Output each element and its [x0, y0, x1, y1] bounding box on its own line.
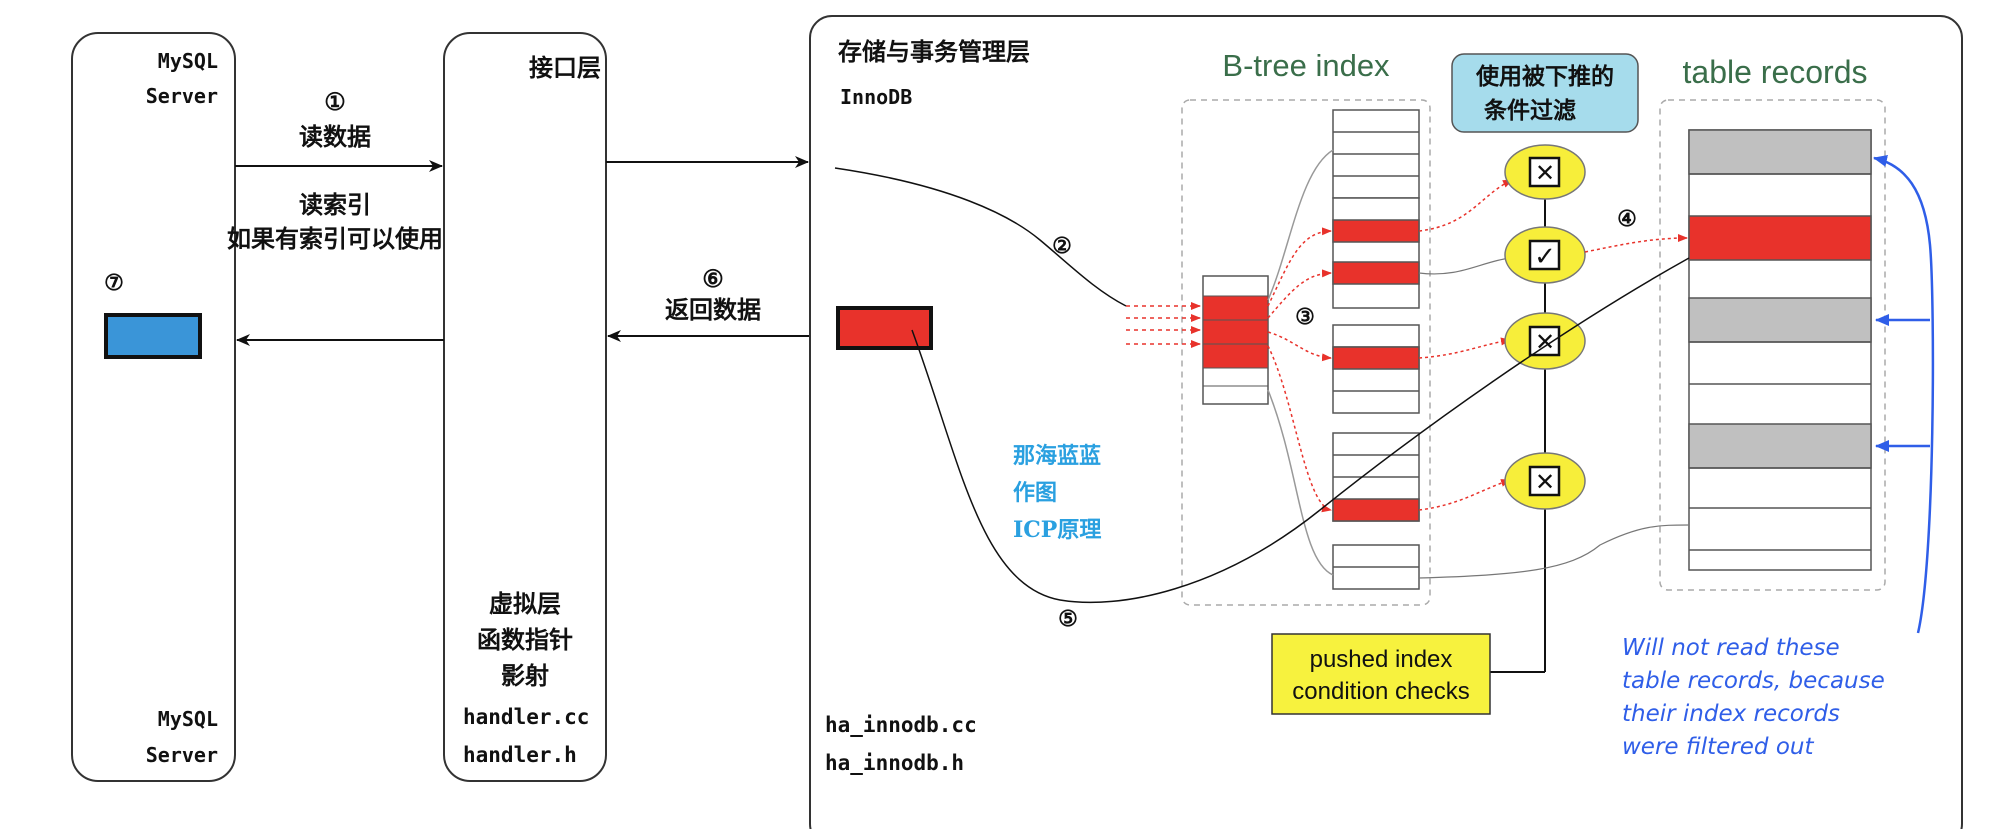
- author-watermark-line-3: ICP原理: [1013, 517, 1101, 543]
- btree-index-title: B-tree index: [1222, 48, 1390, 83]
- root-entry-match: [1202, 295, 1269, 321]
- return-data-label: 返回数据: [665, 295, 761, 324]
- return-record-curve: [911, 257, 1690, 604]
- filter-bubble-line-2: 条件过滤: [1484, 97, 1576, 124]
- step-2-marker: ②: [1052, 233, 1072, 259]
- storage-layer-panel: [809, 15, 1963, 829]
- record-unread: [1688, 129, 1872, 175]
- step-1-marker: ①: [324, 87, 346, 116]
- filter-check-accepted: ✓: [1504, 226, 1586, 284]
- root-entry-match: [1202, 319, 1269, 345]
- accept-mark-icon: ✓: [1534, 241, 1556, 271]
- handler-h-file: handler.h: [463, 743, 577, 767]
- ha-innodb-h-file: ha_innodb.h: [825, 751, 964, 775]
- filter-bubble: [1451, 53, 1639, 133]
- btree-leaf-node-3: [1332, 324, 1420, 414]
- mysql-server-panel: [71, 32, 236, 782]
- author-watermark-line-1: 那海蓝蓝: [1013, 443, 1101, 469]
- virtual-layer-line-3: 影射: [501, 661, 549, 690]
- storage-layer-title: 存储与事务管理层: [838, 37, 1030, 66]
- step-6-marker: ⑥: [702, 264, 724, 293]
- index-scan-arrows: [1126, 302, 1201, 348]
- btree-leaf-node-2: [1332, 197, 1420, 309]
- btree-leaf-node-1: [1332, 109, 1420, 199]
- pushed-condition-line-2: condition checks: [1292, 678, 1469, 705]
- note-line-4: were filtered out: [1622, 734, 1814, 760]
- leaf-entry-match: [1332, 261, 1420, 285]
- innodb-label: InnoDB: [840, 85, 912, 109]
- pushed-condition-box: [1271, 633, 1491, 715]
- btree-branches: [1267, 149, 1334, 576]
- step-4-marker: ④: [1617, 206, 1637, 232]
- table-records-list: [1688, 129, 1872, 571]
- read-index-label: 读索引: [299, 190, 371, 219]
- leaf-to-filter-links: [1418, 257, 1690, 579]
- read-data-label: 读数据: [299, 122, 371, 151]
- virtual-layer-line-2: 函数指针: [477, 625, 573, 654]
- interface-layer-title: 接口层: [529, 53, 601, 82]
- pushed-condition-line-1: pushed index: [1310, 646, 1453, 673]
- note-line-2: table records, because: [1622, 668, 1885, 694]
- filter-check-rejected: ✕: [1504, 312, 1586, 370]
- table-records-group: [1659, 99, 1886, 591]
- leaf-entry-match: [1332, 346, 1420, 370]
- btree-root-node: [1202, 275, 1269, 405]
- server-bottom-label-1: MySQL: [158, 707, 218, 731]
- skipped-records-note: Will not read these table records, becau…: [1622, 635, 1885, 760]
- reject-mark-icon: ✕: [1535, 469, 1555, 496]
- step-7-marker: ⑦: [104, 270, 124, 296]
- table-records-title: table records: [1683, 54, 1868, 90]
- step-3-marker: ③: [1295, 304, 1315, 330]
- server-top-label-2: Server: [146, 84, 218, 108]
- btree-index-group: [1181, 99, 1431, 606]
- index-lookup-curve: [834, 167, 1127, 307]
- record-unread: [1688, 297, 1872, 343]
- reject-mark-icon: ✕: [1535, 329, 1555, 356]
- result-data-box: [104, 313, 202, 359]
- interface-layer-panel: [443, 32, 607, 782]
- server-top-label-1: MySQL: [158, 49, 218, 73]
- filter-check-rejected: ✕: [1504, 144, 1586, 200]
- btree-leaf-node-4: [1332, 432, 1420, 522]
- skipped-records-arrows: [1873, 155, 1935, 634]
- fetch-record-arrow: [1584, 234, 1688, 253]
- root-entry-match: [1202, 343, 1269, 369]
- note-line-1: Will not read these: [1622, 635, 1840, 661]
- step-5-marker: ⑤: [1058, 606, 1078, 632]
- server-bottom-label-2: Server: [146, 743, 218, 767]
- author-watermark-line-2: 作图: [1013, 480, 1057, 506]
- ha-innodb-cc-file: ha_innodb.cc: [825, 713, 977, 737]
- reject-mark-icon: ✕: [1535, 160, 1555, 187]
- filter-check-rejected: ✕: [1504, 452, 1586, 510]
- leaf-entry-match: [1332, 498, 1420, 522]
- record-unread: [1688, 423, 1872, 469]
- note-line-3: their index records: [1622, 701, 1840, 727]
- leaf-to-filter-arrows: [1418, 179, 1513, 511]
- btree-leaf-node-5: [1332, 544, 1420, 590]
- virtual-layer-line-1: 虚拟层: [489, 589, 561, 618]
- leaf-entry-match: [1332, 219, 1420, 243]
- if-index-usable-label: 如果有索引可以使用: [227, 224, 443, 253]
- record-read: [1688, 215, 1872, 261]
- filter-bubble-line-1: 使用被下推的: [1475, 63, 1614, 90]
- handler-cc-file: handler.cc: [463, 705, 589, 729]
- btree-match-branches: [1267, 227, 1332, 513]
